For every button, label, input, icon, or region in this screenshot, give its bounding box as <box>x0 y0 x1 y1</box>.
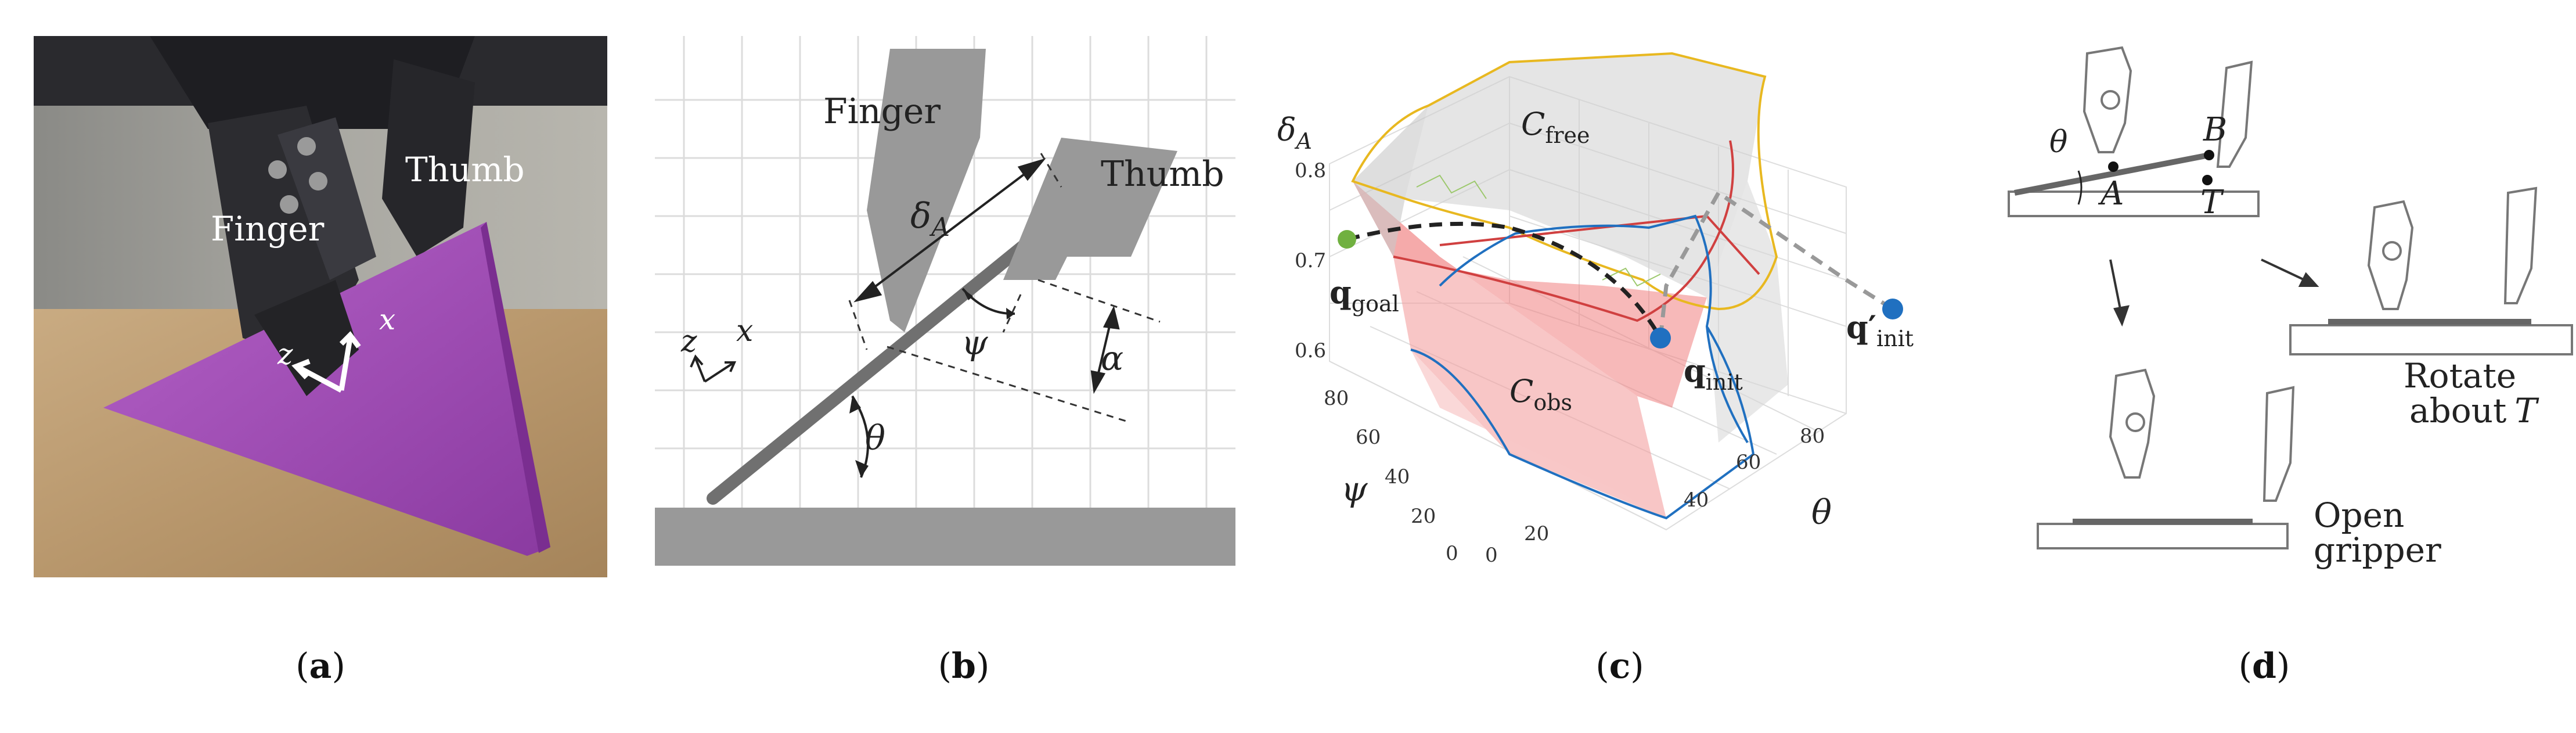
theta-label-d: θ <box>2049 125 2067 160</box>
panel-a: Finger Thumb x z <box>34 36 607 577</box>
thumb-label-b: Thumb <box>1101 154 1224 195</box>
joint-limit-boundary <box>1410 214 1755 520</box>
q-init-prime-label: q′init <box>1846 308 1914 351</box>
delta-label: δA <box>910 196 950 242</box>
finger-label-b: Finger <box>823 91 941 132</box>
psi-label: ψ <box>961 323 988 362</box>
caption-a: (a) <box>296 646 345 687</box>
planned-path <box>1346 221 1663 339</box>
point-t-label: T <box>2200 184 2224 221</box>
q-goal-label: qgoal <box>1330 274 1399 317</box>
purple-triangle-object <box>103 222 550 556</box>
search-tree <box>1416 174 1661 287</box>
axis-z-label: z <box>277 337 293 371</box>
z-tick-1: 0.7 <box>1295 249 1326 272</box>
point-b-label: B <box>2203 111 2227 149</box>
point-b-dot <box>2204 150 2214 160</box>
panel-c: Cfree Cobs qgoal qinit q′init δA 0.8 0.7… <box>1266 36 1939 605</box>
thumb-shape <box>1003 138 1177 280</box>
q-init-prime-point <box>1882 299 1903 319</box>
panel-b: Finger Thumb δA ψ α θ z x <box>655 36 1235 577</box>
psi-tick-2: 40 <box>1385 465 1410 488</box>
c-obs-surface <box>1353 181 1707 408</box>
table-bottom <box>2037 523 2289 549</box>
theta-tick-0: 0 <box>1485 544 1498 567</box>
open-line1: Open <box>2314 495 2404 535</box>
theta-arc-d <box>2077 170 2083 205</box>
theta-tick-4: 80 <box>1800 425 1825 448</box>
psi-tick-1: 60 <box>1356 426 1381 449</box>
table-block <box>655 508 1235 566</box>
theta-tick-1: 20 <box>1524 522 1549 545</box>
finger-label: Finger <box>211 209 325 249</box>
thumb-bottom <box>2262 386 2295 502</box>
theta-tick-3: 60 <box>1736 451 1761 474</box>
alpha-arrow <box>1090 306 1120 394</box>
c-free-label: Cfree <box>1521 106 1590 148</box>
finger-shape <box>867 49 986 332</box>
panel-a-photo: Finger Thumb x z <box>34 36 607 577</box>
frame-axes <box>291 331 361 393</box>
panel-b-diagram: Finger Thumb δA ψ α θ z x <box>655 36 1235 566</box>
open-line2: gripper <box>2314 530 2441 570</box>
frame-axes-b <box>690 354 737 383</box>
point-t-dot <box>2202 175 2213 185</box>
delta-arrow <box>853 158 1046 303</box>
psi-tick-3: 20 <box>1411 505 1436 528</box>
q-init-point <box>1650 328 1671 348</box>
c-free-boundary <box>1351 52 1778 311</box>
c-free-surface <box>1405 53 1765 297</box>
axis-x-label: x <box>379 303 395 336</box>
psi-tick-4: 0 <box>1446 542 1458 565</box>
point-a-dot <box>2108 161 2119 172</box>
psi-axis-label: ψ <box>1341 469 1368 509</box>
rotate-line1: Rotate <box>2404 356 2516 396</box>
panel-c-plot: Cfree Cobs qgoal qinit q′init δA 0.8 0.7… <box>1277 52 1914 567</box>
alpha-label: α <box>1101 339 1123 378</box>
c-obs-label: Cobs <box>1509 373 1572 415</box>
point-a-label: A <box>2098 175 2124 213</box>
object-tilted <box>2014 152 2210 196</box>
thumb-top-left <box>2216 60 2253 168</box>
thumb-label: Thumb <box>405 150 525 189</box>
q-init-label: qinit <box>1684 352 1743 395</box>
thumb-right <box>2503 186 2538 304</box>
table-top-left <box>2008 191 2260 217</box>
q-goal-point <box>1338 230 1356 249</box>
caption-d: (d) <box>2238 646 2290 687</box>
axis-z-label-b: z <box>680 324 697 359</box>
caption-c: (c) <box>1595 646 1644 687</box>
theta-tick-2: 40 <box>1684 488 1709 512</box>
axis-x-label-b: x <box>736 314 753 348</box>
table-right <box>2289 324 2573 355</box>
caption-b: (b) <box>938 646 990 687</box>
sequence-arrows <box>2109 258 2319 327</box>
z-tick-0: 0.8 <box>1295 159 1326 182</box>
psi-tick-0: 80 <box>1324 387 1349 410</box>
z-axis-label: δA <box>1277 112 1312 154</box>
thumb-link <box>382 59 475 257</box>
z-tick-2: 0.6 <box>1295 339 1326 362</box>
theta-label: θ <box>865 418 885 458</box>
theta-axis-label: θ <box>1811 493 1832 532</box>
